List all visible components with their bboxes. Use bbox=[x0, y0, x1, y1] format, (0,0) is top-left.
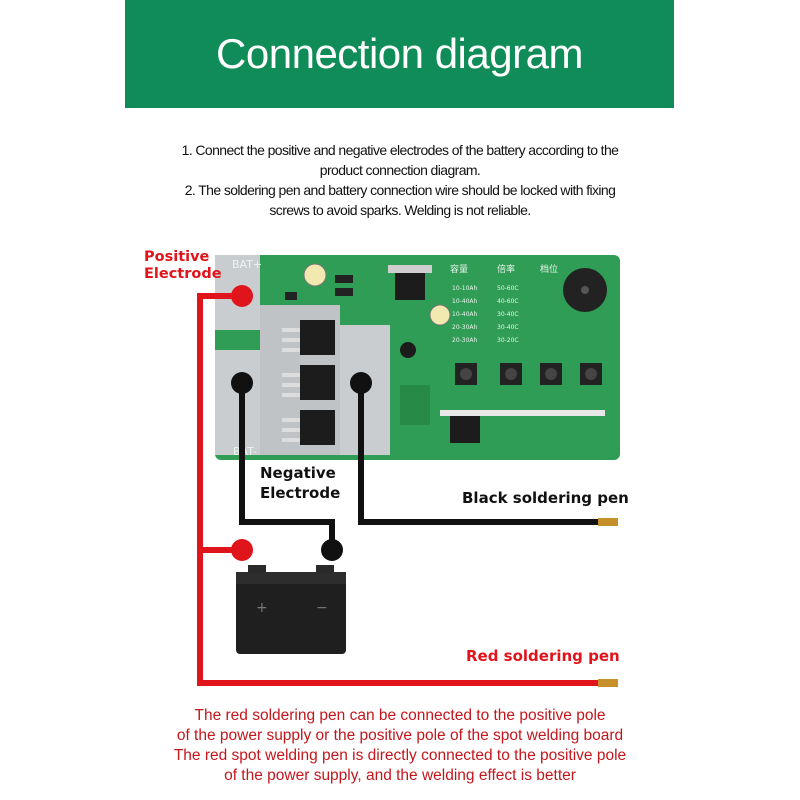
page-title: Connection diagram bbox=[216, 30, 583, 77]
rating-row: 10-10Ah bbox=[452, 285, 478, 292]
capacitor bbox=[429, 304, 451, 326]
rating-row: 50-60C bbox=[497, 285, 519, 292]
bat-plus-label: BAT+ bbox=[232, 258, 262, 271]
label-line: Positive bbox=[144, 249, 210, 265]
footer-line: of the power supply, and the welding eff… bbox=[224, 767, 576, 784]
svg-text:−: − bbox=[316, 600, 328, 616]
instruction-line: 2. The soldering pen and battery connect… bbox=[184, 182, 616, 198]
led-row bbox=[440, 410, 605, 416]
rating-row: 30-40C bbox=[497, 324, 519, 331]
battery-positive-dot bbox=[231, 539, 253, 561]
negative-electrode-label: Negative Electrode bbox=[260, 463, 340, 503]
bat-minus-pad bbox=[215, 350, 260, 455]
microcontroller bbox=[450, 415, 480, 443]
rating-row: 40-60C bbox=[497, 298, 519, 305]
footer-line: The red spot welding pen is directly con… bbox=[173, 747, 627, 764]
instruction-line: product connection diagram. bbox=[319, 162, 481, 178]
battery: + − bbox=[236, 565, 346, 654]
rating-row: 20-30Ah bbox=[452, 337, 478, 344]
svg-text:+: + bbox=[256, 600, 268, 616]
black-pen-label: Black soldering pen bbox=[462, 489, 629, 507]
footer-line: of the power supply or the positive pole… bbox=[176, 727, 624, 744]
battery-body bbox=[236, 572, 346, 654]
board-header-label: 倍率 bbox=[497, 263, 515, 275]
footer-notes: The red soldering pen can be connected t… bbox=[100, 706, 700, 786]
board-header-label: 容量 bbox=[450, 263, 468, 275]
capacitor bbox=[303, 263, 327, 287]
board-header-label: 档位 bbox=[540, 263, 558, 275]
rating-row: 10-40Ah bbox=[452, 311, 478, 318]
positive-terminal-dot bbox=[231, 285, 253, 307]
battery-negative-dot bbox=[321, 539, 343, 561]
positive-electrode-label: Positive Electrode bbox=[144, 249, 222, 283]
red-wire-line bbox=[197, 293, 600, 686]
mosfet bbox=[300, 320, 335, 355]
pen-terminal-dot bbox=[350, 372, 372, 394]
rating-row: 30-40C bbox=[497, 311, 519, 318]
black-wires bbox=[231, 372, 618, 561]
negative-terminal-dot bbox=[231, 372, 253, 394]
regulator bbox=[395, 268, 425, 300]
label-line: Electrode bbox=[260, 484, 341, 502]
spot-welder-board: BAT+ BAT- 容量 倍率 档位 10-10Ah 10-40Ah 10-40… bbox=[215, 255, 620, 460]
instructions: 1. Connect the positive and negative ele… bbox=[140, 140, 660, 220]
red-wire bbox=[197, 285, 618, 687]
capacitor bbox=[400, 342, 416, 358]
mosfet bbox=[300, 365, 335, 400]
mosfet bbox=[300, 410, 335, 445]
instruction-line: 1. Connect the positive and negative ele… bbox=[181, 142, 619, 158]
label-line: Electrode bbox=[144, 266, 222, 282]
red-pen-label: Red soldering pen bbox=[466, 647, 620, 665]
title-banner: Connection diagram bbox=[125, 0, 674, 108]
black-pen-tip bbox=[598, 518, 618, 526]
black-pen-wire bbox=[358, 383, 600, 525]
label-line: Negative bbox=[260, 464, 336, 482]
negative-to-battery-wire bbox=[239, 383, 335, 550]
footer-line: The red soldering pen can be connected t… bbox=[194, 707, 606, 724]
rating-row: 10-40Ah bbox=[452, 298, 478, 305]
instruction-line: screws to avoid sparks. Welding is not r… bbox=[269, 202, 531, 218]
red-pen-tip bbox=[598, 679, 618, 687]
rating-row: 30-20C bbox=[497, 337, 519, 344]
rating-row: 20-30Ah bbox=[452, 324, 478, 331]
